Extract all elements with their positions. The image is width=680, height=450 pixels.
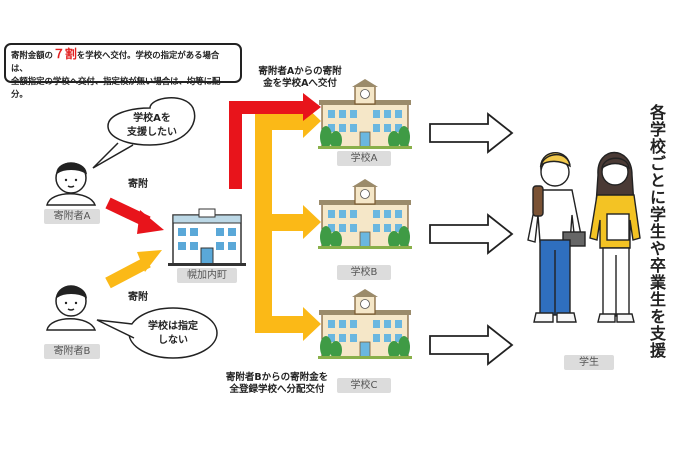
info-highlight: ７割 (52, 47, 77, 61)
student-male (527, 151, 586, 323)
bubble-a-text: 学校Aを 支援したい (120, 112, 184, 140)
info-box: 寄附金額の７割を学校へ交付。学校の指定がある場合は、 全額指定の学校へ交付、指定… (4, 43, 242, 99)
red-arrow-to-school-a (229, 93, 321, 189)
bubble-a-line-2: 支援したい (127, 127, 177, 138)
student-female (589, 151, 641, 323)
school-b-label: 学校B (337, 265, 391, 280)
red-donation-arrow (105, 197, 164, 234)
info-line-2: 全額指定の学校へ交付、指定校が無い場合は、均等に配分。 (11, 76, 221, 99)
speech-bubble-b (96, 307, 218, 359)
bubble-b-line-2: しない (158, 335, 188, 346)
school-c-building (318, 289, 412, 359)
note-a-line-1: 寄附者Aからの寄附 (258, 66, 342, 77)
donation-label-a: 寄附 (128, 179, 148, 190)
bubble-b-line-1: 学校は指定 (148, 321, 198, 332)
donor-b-label: 寄附者B (44, 344, 100, 359)
info-line-1-post: を学校へ交付。学校の指定がある場合は、 (11, 50, 220, 73)
speech-bubble-a (92, 97, 196, 169)
outline-arrow-3 (429, 324, 514, 366)
outline-arrow-1 (429, 112, 514, 154)
note-b: 寄附者Bからの寄附金を 全登録学校へ分配交付 (213, 372, 341, 396)
school-a-label: 学校A (337, 151, 391, 166)
donation-label-b: 寄附 (128, 292, 148, 303)
note-b-line-2: 全登録学校へ分配交付 (229, 384, 325, 395)
school-a-building (318, 79, 412, 149)
town-label: 幌加内町 (177, 268, 237, 283)
donor-b-person (46, 285, 97, 331)
students-label: 学生 (564, 355, 614, 370)
school-b-building (318, 179, 412, 249)
yellow-arrow-network (255, 104, 321, 341)
info-line-1-pre: 寄附金額の (11, 50, 53, 60)
note-a-line-2: 金を学校Aへ交付 (263, 78, 337, 89)
yellow-donation-arrow (105, 250, 162, 289)
bubble-b-text: 学校は指定 しない (138, 320, 208, 348)
town-hall-building (168, 208, 246, 266)
support-vertical-text: 各学校ごとに学生や卒業生を支援 (647, 104, 666, 359)
bubble-a-line-1: 学校Aを (133, 113, 171, 124)
info-line-1: 寄附金額の７割を学校へ交付。学校の指定がある場合は、 (11, 48, 235, 75)
donor-a-person (46, 162, 97, 206)
school-c-label: 学校C (337, 378, 391, 393)
note-b-line-1: 寄附者Bからの寄附金を (225, 372, 329, 383)
outline-arrow-2 (429, 213, 514, 255)
donor-a-label: 寄附者A (44, 209, 100, 224)
note-a: 寄附者Aからの寄附 金を学校Aへ交付 (248, 66, 352, 90)
